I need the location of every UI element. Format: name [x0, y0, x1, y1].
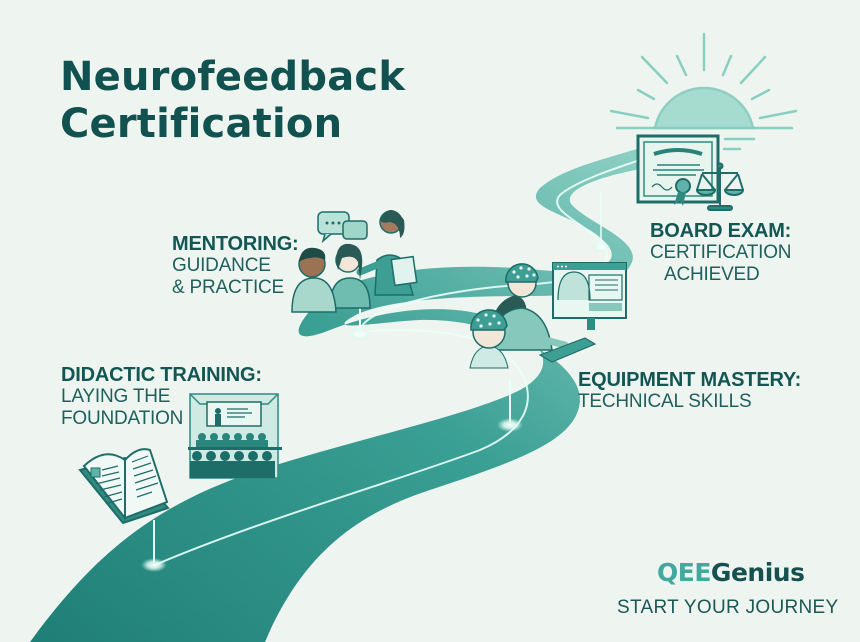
speech-bubbles-icon: [317, 211, 368, 244]
milestone-subtitle: LAYING THE: [61, 386, 171, 407]
milestone-subtitle: GUIDANCE: [172, 255, 271, 276]
brand-tagline: START YOUR JOURNEY: [617, 597, 839, 618]
milestone-equipment: EQUIPMENT MASTERY: TECHNICAL SKILLS: [578, 369, 801, 413]
milestone-heading: EQUIPMENT MASTERY:: [578, 369, 802, 391]
scales-icon: [695, 162, 745, 211]
milestone-heading: BOARD EXAM:: [650, 220, 792, 242]
brand-logo-part-2: Genius: [710, 558, 805, 587]
lecture-hall-icon: [188, 393, 282, 479]
milestone-subtitle: CERTIFICATION: [650, 242, 792, 263]
certificate-icon: [636, 134, 720, 206]
page-title: Neurofeedback Certification: [60, 54, 405, 148]
brand-logo-part-1: QEE: [657, 558, 711, 587]
milestone-didactic: DIDACTIC TRAINING: LAYING THE FOUNDATION: [61, 364, 262, 430]
mentor-group-icon: [291, 210, 418, 313]
milestone-heading: MENTORING:: [172, 233, 299, 255]
milestone-mentoring: MENTORING: GUIDANCE & PRACTICE: [172, 233, 299, 299]
milestone-subtitle: ACHIEVED: [664, 264, 760, 285]
milestone-subtitle: & PRACTICE: [172, 277, 285, 298]
eeg-cap-technician-icon: [469, 263, 597, 369]
milestone-subtitle: TECHNICAL SKILLS: [578, 391, 752, 412]
milestone-board-exam: BOARD EXAM: CERTIFICATION ACHIEVED: [650, 220, 792, 286]
rising-sun-icon: [609, 32, 798, 151]
milestone-markers: [141, 192, 610, 572]
milestone-heading: DIDACTIC TRAINING:: [61, 364, 262, 386]
page-title-line-1: Neurofeedback: [60, 54, 406, 100]
brand-logo: QEEGenius: [657, 558, 805, 587]
page-title-line-2: Certification: [60, 101, 343, 147]
computer-monitor-icon: [552, 262, 627, 330]
open-book-icon: [78, 448, 170, 525]
milestone-subtitle: FOUNDATION: [61, 408, 184, 429]
